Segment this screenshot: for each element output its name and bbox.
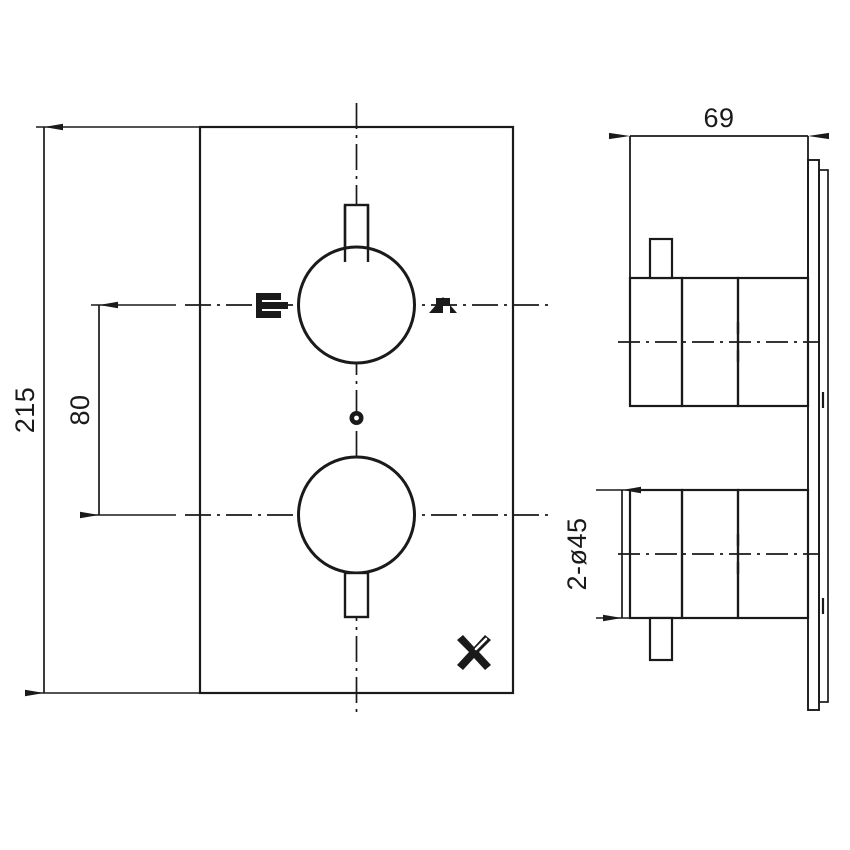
upper-side-lever <box>648 237 674 280</box>
dim-215-label: 215 <box>10 387 40 434</box>
flow-bracket-marker <box>256 293 288 318</box>
wall-plate-inner <box>818 169 829 703</box>
temperature-arrow-marker <box>429 297 457 313</box>
dimension-plate-height: 215 <box>10 123 200 697</box>
dim-45-label: 2-ø45 <box>562 517 592 590</box>
upper-handle-circle <box>297 245 416 365</box>
lower-handle-lever <box>343 571 370 619</box>
dim-80-label: 80 <box>65 394 95 425</box>
wall-mounting-plate <box>807 159 829 711</box>
upper-side-section-view <box>618 136 820 408</box>
dimension-projection-depth: 69 <box>609 103 829 140</box>
front-elevation-view <box>185 103 548 718</box>
lower-side-section-view <box>596 488 820 662</box>
flow-control-handle[interactable] <box>297 455 416 619</box>
brand-x-logo <box>457 635 491 670</box>
temperature-control-handle[interactable] <box>297 203 416 365</box>
wall-plate-outer <box>807 159 820 711</box>
lower-handle-circle <box>297 455 416 575</box>
lower-side-lever <box>648 616 674 662</box>
dim-69-label: 69 <box>703 103 734 133</box>
dimension-handle-diameter: 2-ø45 <box>562 486 641 622</box>
dimension-handle-spacing: 80 <box>65 301 176 519</box>
center-dot-marker <box>349 411 364 425</box>
